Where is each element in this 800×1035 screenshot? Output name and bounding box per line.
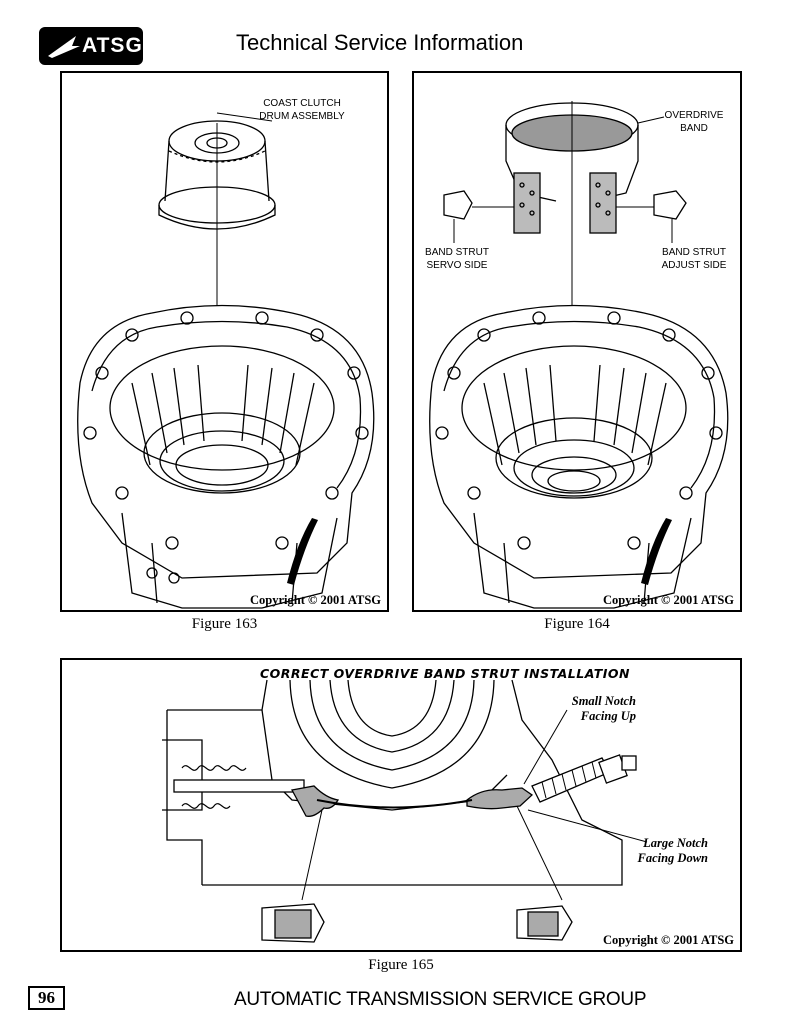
adjust-side-label-line2: ADJUST SIDE (661, 260, 727, 271)
overdrive-band-label-line1: OVERDRIVE (664, 110, 724, 121)
servo-side-label-line1: BAND STRUT (425, 247, 489, 258)
figure-165-caption: Figure 165 (368, 957, 434, 973)
figure-165-copyright: Copyright © 2001 ATSG (603, 933, 734, 947)
servo-side-label: BAND STRUT SERVO SIDE (422, 246, 492, 272)
overdrive-band-label-line2: BAND (680, 123, 708, 134)
logo-text: ATSG (82, 34, 143, 57)
atsg-logo-icon (48, 36, 80, 58)
adjust-side-label-line1: BAND STRUT (662, 247, 726, 258)
small-notch-label: Small Notch Facing Up (552, 694, 636, 724)
coast-clutch-label: COAST CLUTCH DRUM ASSEMBLY (257, 97, 347, 123)
large-notch-label-line2: Facing Down (637, 851, 708, 865)
overdrive-band-label: OVERDRIVE BAND (654, 109, 734, 135)
small-notch-label-line1: Small Notch (571, 694, 636, 708)
footer-org-name: AUTOMATIC TRANSMISSION SERVICE GROUP (234, 989, 647, 1010)
page-title: Technical Service Information (236, 30, 524, 55)
figure-163-panel: COAST CLUTCH DRUM ASSEMBLY Copyright © 2… (60, 71, 389, 612)
figure-165-banner: CORRECT OVERDRIVE BAND STRUT INSTALLATIO… (260, 666, 630, 681)
figure-163-copyright: Copyright © 2001 ATSG (250, 593, 381, 607)
figure-165-panel: CORRECT OVERDRIVE BAND STRUT INSTALLATIO… (60, 658, 742, 952)
large-notch-label-line1: Large Notch (643, 836, 708, 850)
figure-164-copyright: Copyright © 2001 ATSG (603, 593, 734, 607)
coast-clutch-label-line1: COAST CLUTCH (263, 98, 341, 109)
figure-163-caption: Figure 163 (191, 616, 258, 632)
coast-clutch-label-line2: DRUM ASSEMBLY (259, 111, 345, 122)
page-number: 96 (28, 986, 65, 1010)
adjust-side-label: BAND STRUT ADJUST SIDE (654, 246, 734, 272)
figure-164-caption: Figure 164 (544, 616, 610, 632)
servo-side-label-line2: SERVO SIDE (426, 260, 488, 271)
figure-164-drawing (429, 101, 729, 609)
large-notch-label: Large Notch Facing Down (618, 836, 708, 866)
atsg-logo: ATSG (39, 27, 143, 65)
figure-164-panel: OVERDRIVE BAND BAND STRUT SERVO SIDE BAN… (412, 71, 742, 612)
small-notch-label-line2: Facing Up (580, 709, 636, 723)
figure-163-drawing (77, 112, 375, 609)
figure-165-drawing (162, 679, 648, 943)
